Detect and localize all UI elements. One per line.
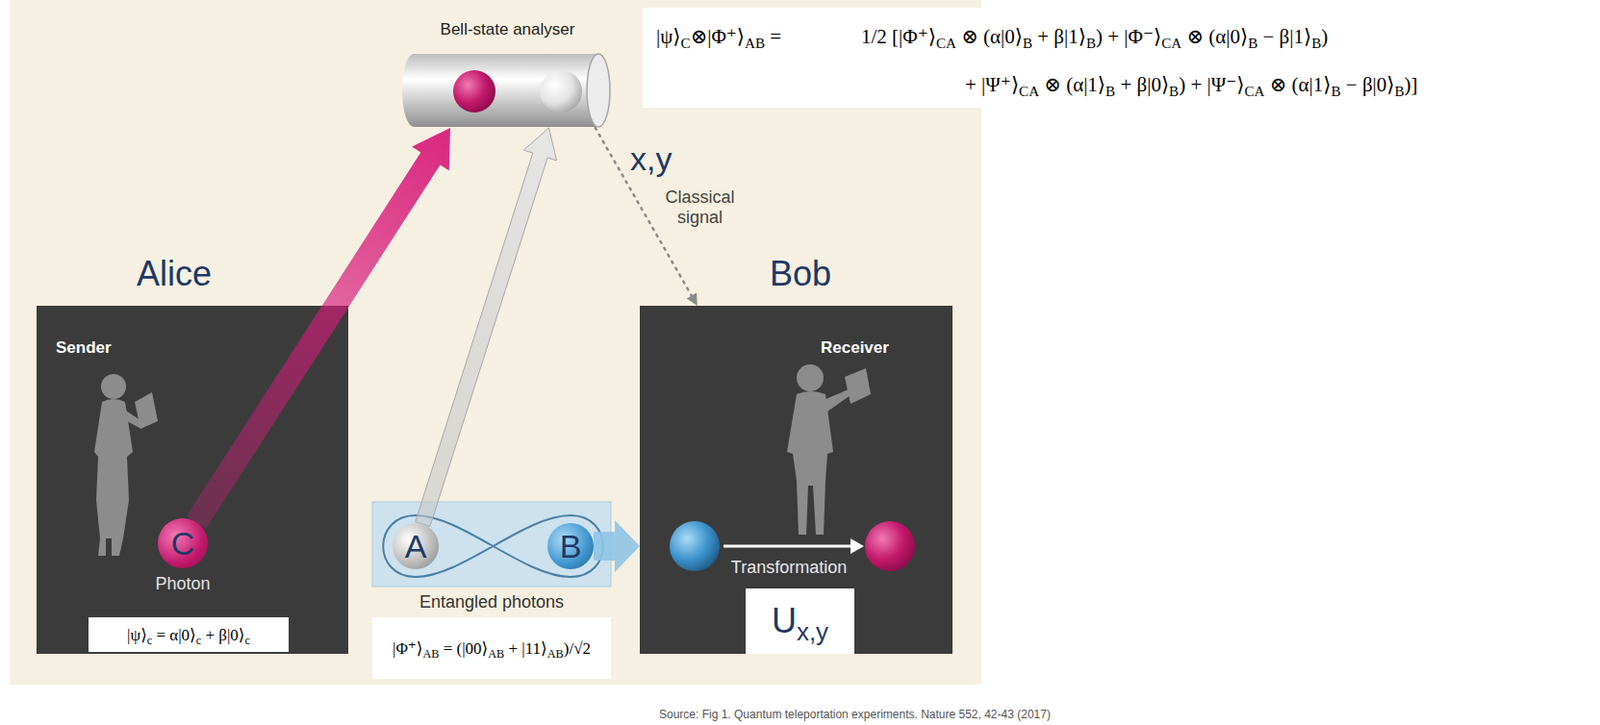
role-label-holder: Sender xyxy=(55,338,112,358)
band-label: Entangled photons xyxy=(419,592,564,612)
entanglement-loop xyxy=(382,515,604,578)
receiver-panel-fill xyxy=(639,305,953,655)
edge-label: Classical signal xyxy=(654,187,746,228)
device-label-holder: Bell-state analyser xyxy=(401,20,614,40)
analyser-tube xyxy=(402,53,610,127)
source-note: Source: Fig 1. Quantum teleportation exp… xyxy=(659,708,1051,722)
unitary-box: Ux,y xyxy=(745,588,855,655)
qubit-letter: A xyxy=(405,528,428,566)
state-box: |ψ⟩c = α|0⟩c + β|0⟩c xyxy=(88,617,289,653)
device-label: Bell-state analyser xyxy=(440,20,576,39)
receiver-silhouette xyxy=(787,364,871,535)
person-name: Alice xyxy=(136,253,212,294)
background-panel xyxy=(9,0,982,686)
qubit-letter-holder: A xyxy=(392,523,439,570)
role-label: Receiver xyxy=(820,338,889,357)
signal-bits: x,y xyxy=(630,140,672,178)
qubit-letter-holder: C xyxy=(157,518,208,569)
photon-ball: B xyxy=(547,523,594,570)
qubit-letter: B xyxy=(559,528,583,566)
sender-silhouette xyxy=(94,374,158,557)
step-label: Transformation xyxy=(731,558,847,578)
band-label-holder: Entangled photons xyxy=(372,592,611,613)
qubit-letter: C xyxy=(171,525,196,563)
state-formula-holder: |ψ⟩c = α|0⟩c + β|0⟩c xyxy=(88,617,289,653)
person-name: Bob xyxy=(769,253,832,294)
role-label-holder: Receiver xyxy=(820,338,889,358)
equation-ground xyxy=(642,7,982,108)
signal-bits-holder: x,y xyxy=(630,140,672,178)
photon-ball: A xyxy=(392,523,439,570)
edge-label-holder: Classical signal xyxy=(654,187,746,228)
receiver-panel: BobReceiverUx,y xyxy=(639,305,953,655)
connector-arrow xyxy=(415,127,558,528)
equation-part: + |Ψ⁺⟩CA ⊗ (α|1⟩B + β|0⟩B) + |Ψ⁻⟩CA ⊗ (α… xyxy=(965,73,1419,97)
source-note-holder: Source: Fig 1. Quantum teleportation exp… xyxy=(659,705,1051,723)
state-formula: |ψ⟩c = α|0⟩c + β|0⟩c xyxy=(126,625,251,646)
equation-part-holder: |ψ⟩C⊗|Φ⁺⟩AB = xyxy=(656,25,782,50)
bell-state-analyser: Bell-state analyser xyxy=(404,52,611,128)
equation-part: 1/2 [|Φ⁺⟩CA ⊗ (α|0⟩B + β|1⟩B) + |Φ⁻⟩CA ⊗… xyxy=(861,25,1328,49)
bell-formula: |Φ⁺⟩AB = (|00⟩AB + |11⟩AB)/√2 xyxy=(392,638,591,660)
connector-arrow xyxy=(186,127,451,530)
entangled-band: Entangled photonsAB xyxy=(372,502,611,587)
role-label: Sender xyxy=(55,338,112,357)
bell-formula-holder: |Φ⁺⟩AB = (|00⟩AB + |11⟩AB)/√2 xyxy=(372,617,611,680)
unitary-label-holder: Ux,y xyxy=(745,588,855,655)
step-label-holder: Transformation xyxy=(711,558,866,579)
connector-arrow xyxy=(593,520,640,573)
unitary-label: Ux,y xyxy=(771,601,829,642)
photon-ball: CPhoton xyxy=(157,518,208,569)
qubit-letter-holder: B xyxy=(547,523,594,570)
person-name-holder: Bob xyxy=(769,253,832,295)
person-name-holder: Alice xyxy=(136,253,212,295)
bell-state-box: |Φ⁺⟩AB = (|00⟩AB + |11⟩AB)/√2 xyxy=(372,617,611,680)
band-fill xyxy=(372,502,611,587)
photon-label: Photon xyxy=(154,574,210,594)
photon-label-holder: Photon xyxy=(134,574,231,595)
equation-part-holder: + |Ψ⁺⟩CA ⊗ (α|1⟩B + β|0⟩B) + |Ψ⁻⟩CA ⊗ (α… xyxy=(965,73,1419,98)
equation-part-holder: 1/2 [|Φ⁺⟩CA ⊗ (α|0⟩B + β|1⟩B) + |Φ⁻⟩CA ⊗… xyxy=(861,25,1328,50)
sender-panel: AliceSenderCPhoton|ψ⟩c = α|0⟩c + β|0⟩c xyxy=(36,305,349,655)
equation-part: |ψ⟩C⊗|Φ⁺⟩AB = xyxy=(656,25,782,49)
